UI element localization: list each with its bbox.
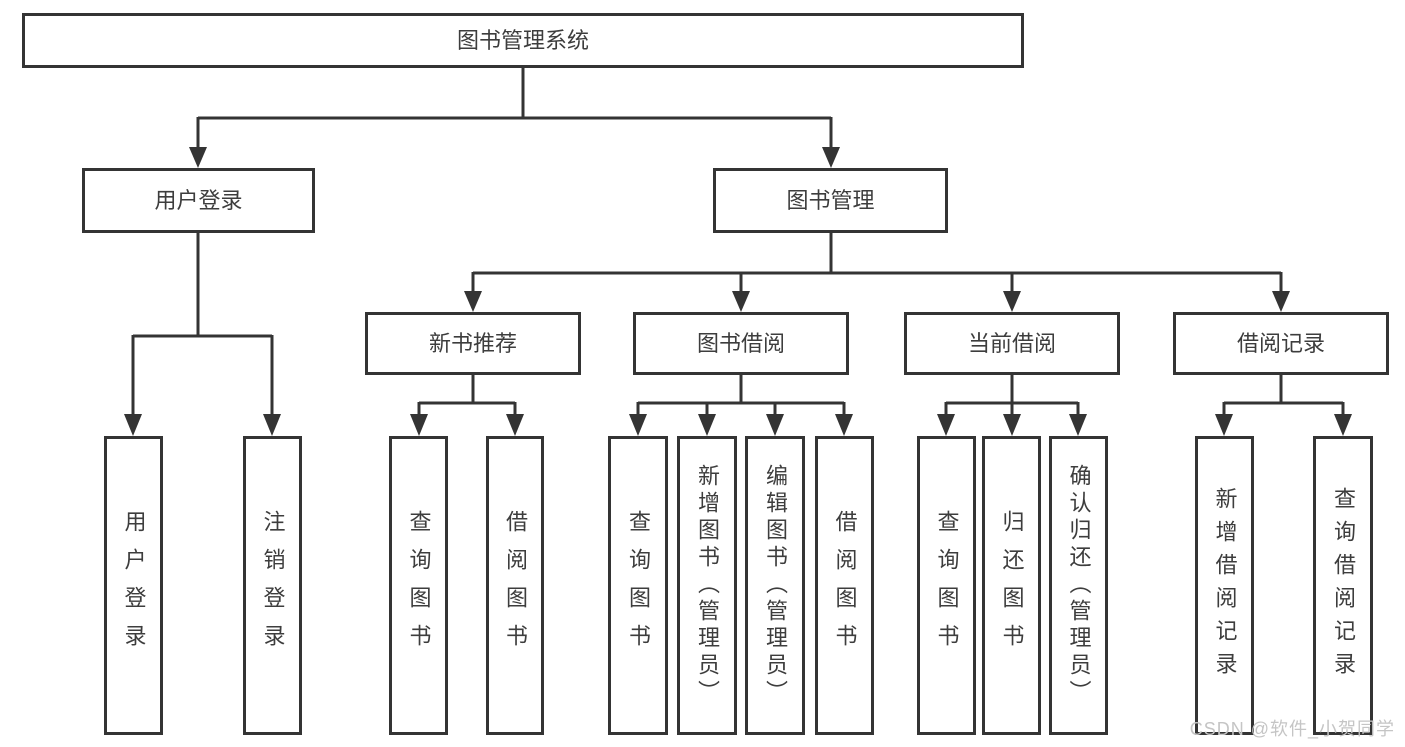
leaf-user-login: 用户登录 bbox=[104, 436, 163, 735]
leaf-query-borrow-record: 查询借阅记录 bbox=[1313, 436, 1373, 735]
node-user-login: 用户登录 bbox=[82, 168, 315, 233]
leaf-query-books-recommend: 查询图书 bbox=[389, 436, 448, 735]
leaf-add-borrow-record: 新增借阅记录 bbox=[1195, 436, 1254, 735]
leaf-borrow-books-recommend: 借阅图书 bbox=[486, 436, 544, 735]
node-new-book-recommend: 新书推荐 bbox=[365, 312, 581, 375]
leaf-borrow-books: 借阅图书 bbox=[815, 436, 874, 735]
leaf-return-book: 归还图书 bbox=[982, 436, 1041, 735]
node-book-management: 图书管理 bbox=[713, 168, 948, 233]
node-borrow-records: 借阅记录 bbox=[1173, 312, 1389, 375]
leaf-confirm-return-admin: 确认归还（管理员） bbox=[1049, 436, 1108, 735]
node-library-management-system: 图书管理系统 bbox=[22, 13, 1024, 68]
leaf-add-book-admin: 新增图书（管理员） bbox=[677, 436, 737, 735]
leaf-query-books-borrow: 查询图书 bbox=[608, 436, 668, 735]
watermark: CSDN @软件_小贺同学 bbox=[1189, 719, 1395, 739]
node-book-borrow: 图书借阅 bbox=[633, 312, 849, 375]
leaf-logout: 注销登录 bbox=[243, 436, 302, 735]
leaf-query-books-current: 查询图书 bbox=[917, 436, 976, 735]
leaf-edit-book-admin: 编辑图书（管理员） bbox=[745, 436, 805, 735]
node-current-borrow: 当前借阅 bbox=[904, 312, 1120, 375]
